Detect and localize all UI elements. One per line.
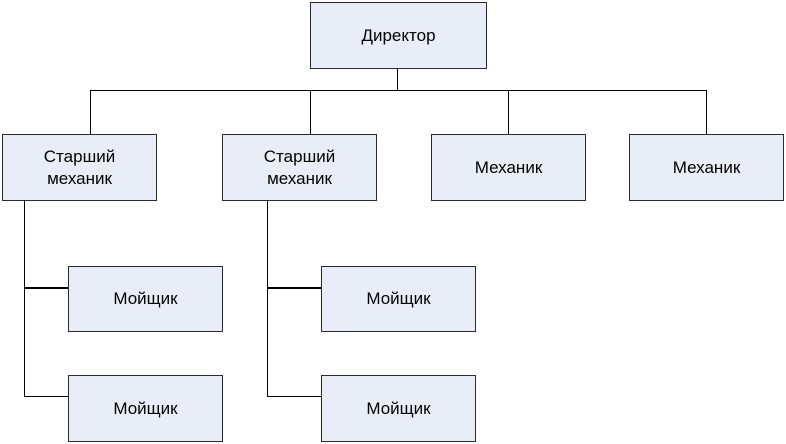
node-director: Директор bbox=[310, 2, 487, 69]
connector-group2-washer-1 bbox=[267, 287, 322, 289]
node-washer-2-1: Мойщик bbox=[321, 266, 476, 332]
node-washer-1-1: Мойщик bbox=[68, 266, 223, 332]
node-mechanic-1: Механик bbox=[431, 134, 586, 201]
connector-group1-washer-2 bbox=[24, 396, 69, 397]
node-senior-mechanic-2: Старший механик bbox=[222, 134, 377, 201]
connector-level2-bus bbox=[90, 90, 707, 91]
connector-group1-spine bbox=[24, 200, 25, 397]
connector-to-mechanic-1 bbox=[508, 90, 509, 135]
connector-group2-spine bbox=[267, 200, 268, 397]
connector-to-senior-mechanic-2 bbox=[310, 90, 311, 135]
connector-to-mechanic-2 bbox=[706, 90, 707, 135]
connector-group2-washer-2 bbox=[267, 396, 322, 397]
connector-to-senior-mechanic-1 bbox=[90, 90, 91, 135]
node-washer-1-2: Мойщик bbox=[68, 375, 223, 442]
node-senior-mechanic-1: Старший механик bbox=[2, 134, 157, 201]
node-mechanic-2: Механик bbox=[629, 134, 784, 201]
connector-root-down bbox=[397, 68, 398, 91]
node-washer-2-2: Мойщик bbox=[321, 375, 476, 442]
connector-group1-washer-1 bbox=[24, 287, 69, 289]
